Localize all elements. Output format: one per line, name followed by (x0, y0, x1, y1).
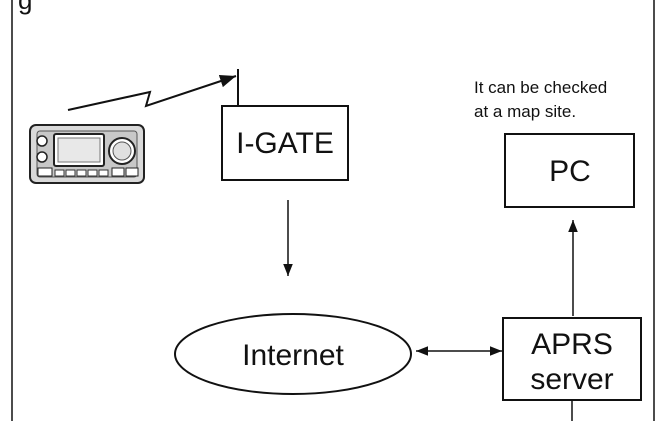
pc-box (504, 133, 635, 208)
map-site-note-line2: at a map site. (474, 102, 576, 121)
pc-label: PC (549, 155, 591, 188)
aprs-label-line1: APRS (531, 328, 613, 361)
igate-label: I-GATE (236, 127, 334, 160)
internet-cloud (174, 313, 412, 395)
igate-box (221, 105, 349, 181)
radio-transceiver-icon (29, 124, 145, 184)
radio-link-zigzag-icon (67, 74, 237, 111)
aprs-server-box (502, 317, 642, 401)
aprs-label-line2: server (530, 363, 613, 396)
map-site-note-line1: It can be checked (474, 78, 607, 97)
top-text-fragment: g (18, 0, 32, 15)
internet-label: Internet (242, 339, 344, 372)
